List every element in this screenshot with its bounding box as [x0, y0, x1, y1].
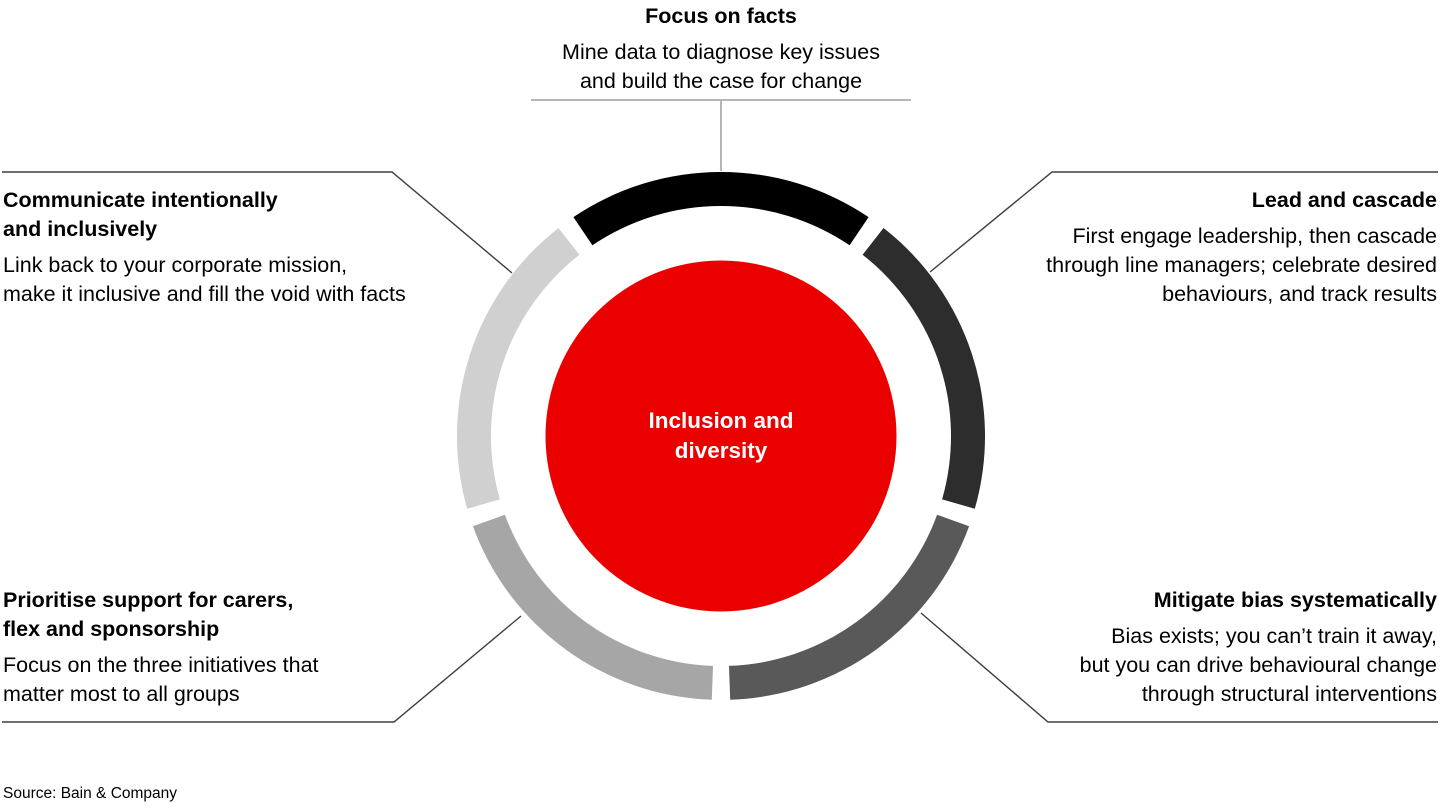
callout-prioritise-support: Prioritise support for carers, flex and …	[3, 586, 503, 709]
callout-body-lead-and-cascade: First engage leadership, then cascade th…	[1046, 224, 1437, 306]
connector-upper-left	[2, 171, 513, 274]
source-note: Source: Bain & Company	[3, 785, 178, 802]
connector-top	[531, 99, 911, 171]
ring-segment-focus-on-facts	[573, 171, 869, 246]
connector-upper-right	[929, 171, 1438, 273]
callout-title-communicate-intentionally: Communicate intentionally and inclusivel…	[3, 188, 278, 241]
connector-lower-left	[2, 615, 522, 723]
ring-segment-prioritise-support	[472, 514, 713, 700]
ring-segment-communicate	[456, 228, 580, 509]
callout-title-mitigate-bias: Mitigate bias systematically	[1153, 588, 1437, 612]
callout-body-focus-on-facts: Mine data to diagnose key issues and bui…	[562, 40, 880, 93]
callout-body-mitigate-bias: Bias exists; you can’t train it away, bu…	[1079, 624, 1437, 706]
callout-communicate-intentionally: Communicate intentionally and inclusivel…	[3, 186, 503, 309]
callout-title-focus-on-facts: Focus on facts	[645, 4, 797, 28]
callout-focus-on-facts: Focus on facts Mine data to diagnose key…	[471, 2, 971, 96]
center-circle	[545, 260, 897, 612]
callout-title-lead-and-cascade: Lead and cascade	[1251, 188, 1437, 212]
ring-segment-lead-and-cascade	[862, 228, 986, 509]
callout-body-communicate-intentionally: Link back to your corporate mission, mak…	[3, 253, 406, 306]
callout-body-prioritise-support: Focus on the three initiatives that matt…	[3, 653, 319, 706]
callout-lead-and-cascade: Lead and cascade First engage leadership…	[937, 186, 1437, 309]
callout-mitigate-bias: Mitigate bias systematically Bias exists…	[937, 586, 1437, 709]
callout-title-prioritise-support: Prioritise support for carers, flex and …	[3, 588, 294, 641]
ring-segment-mitigate-bias	[729, 514, 970, 700]
connector-lower-right	[920, 612, 1438, 723]
